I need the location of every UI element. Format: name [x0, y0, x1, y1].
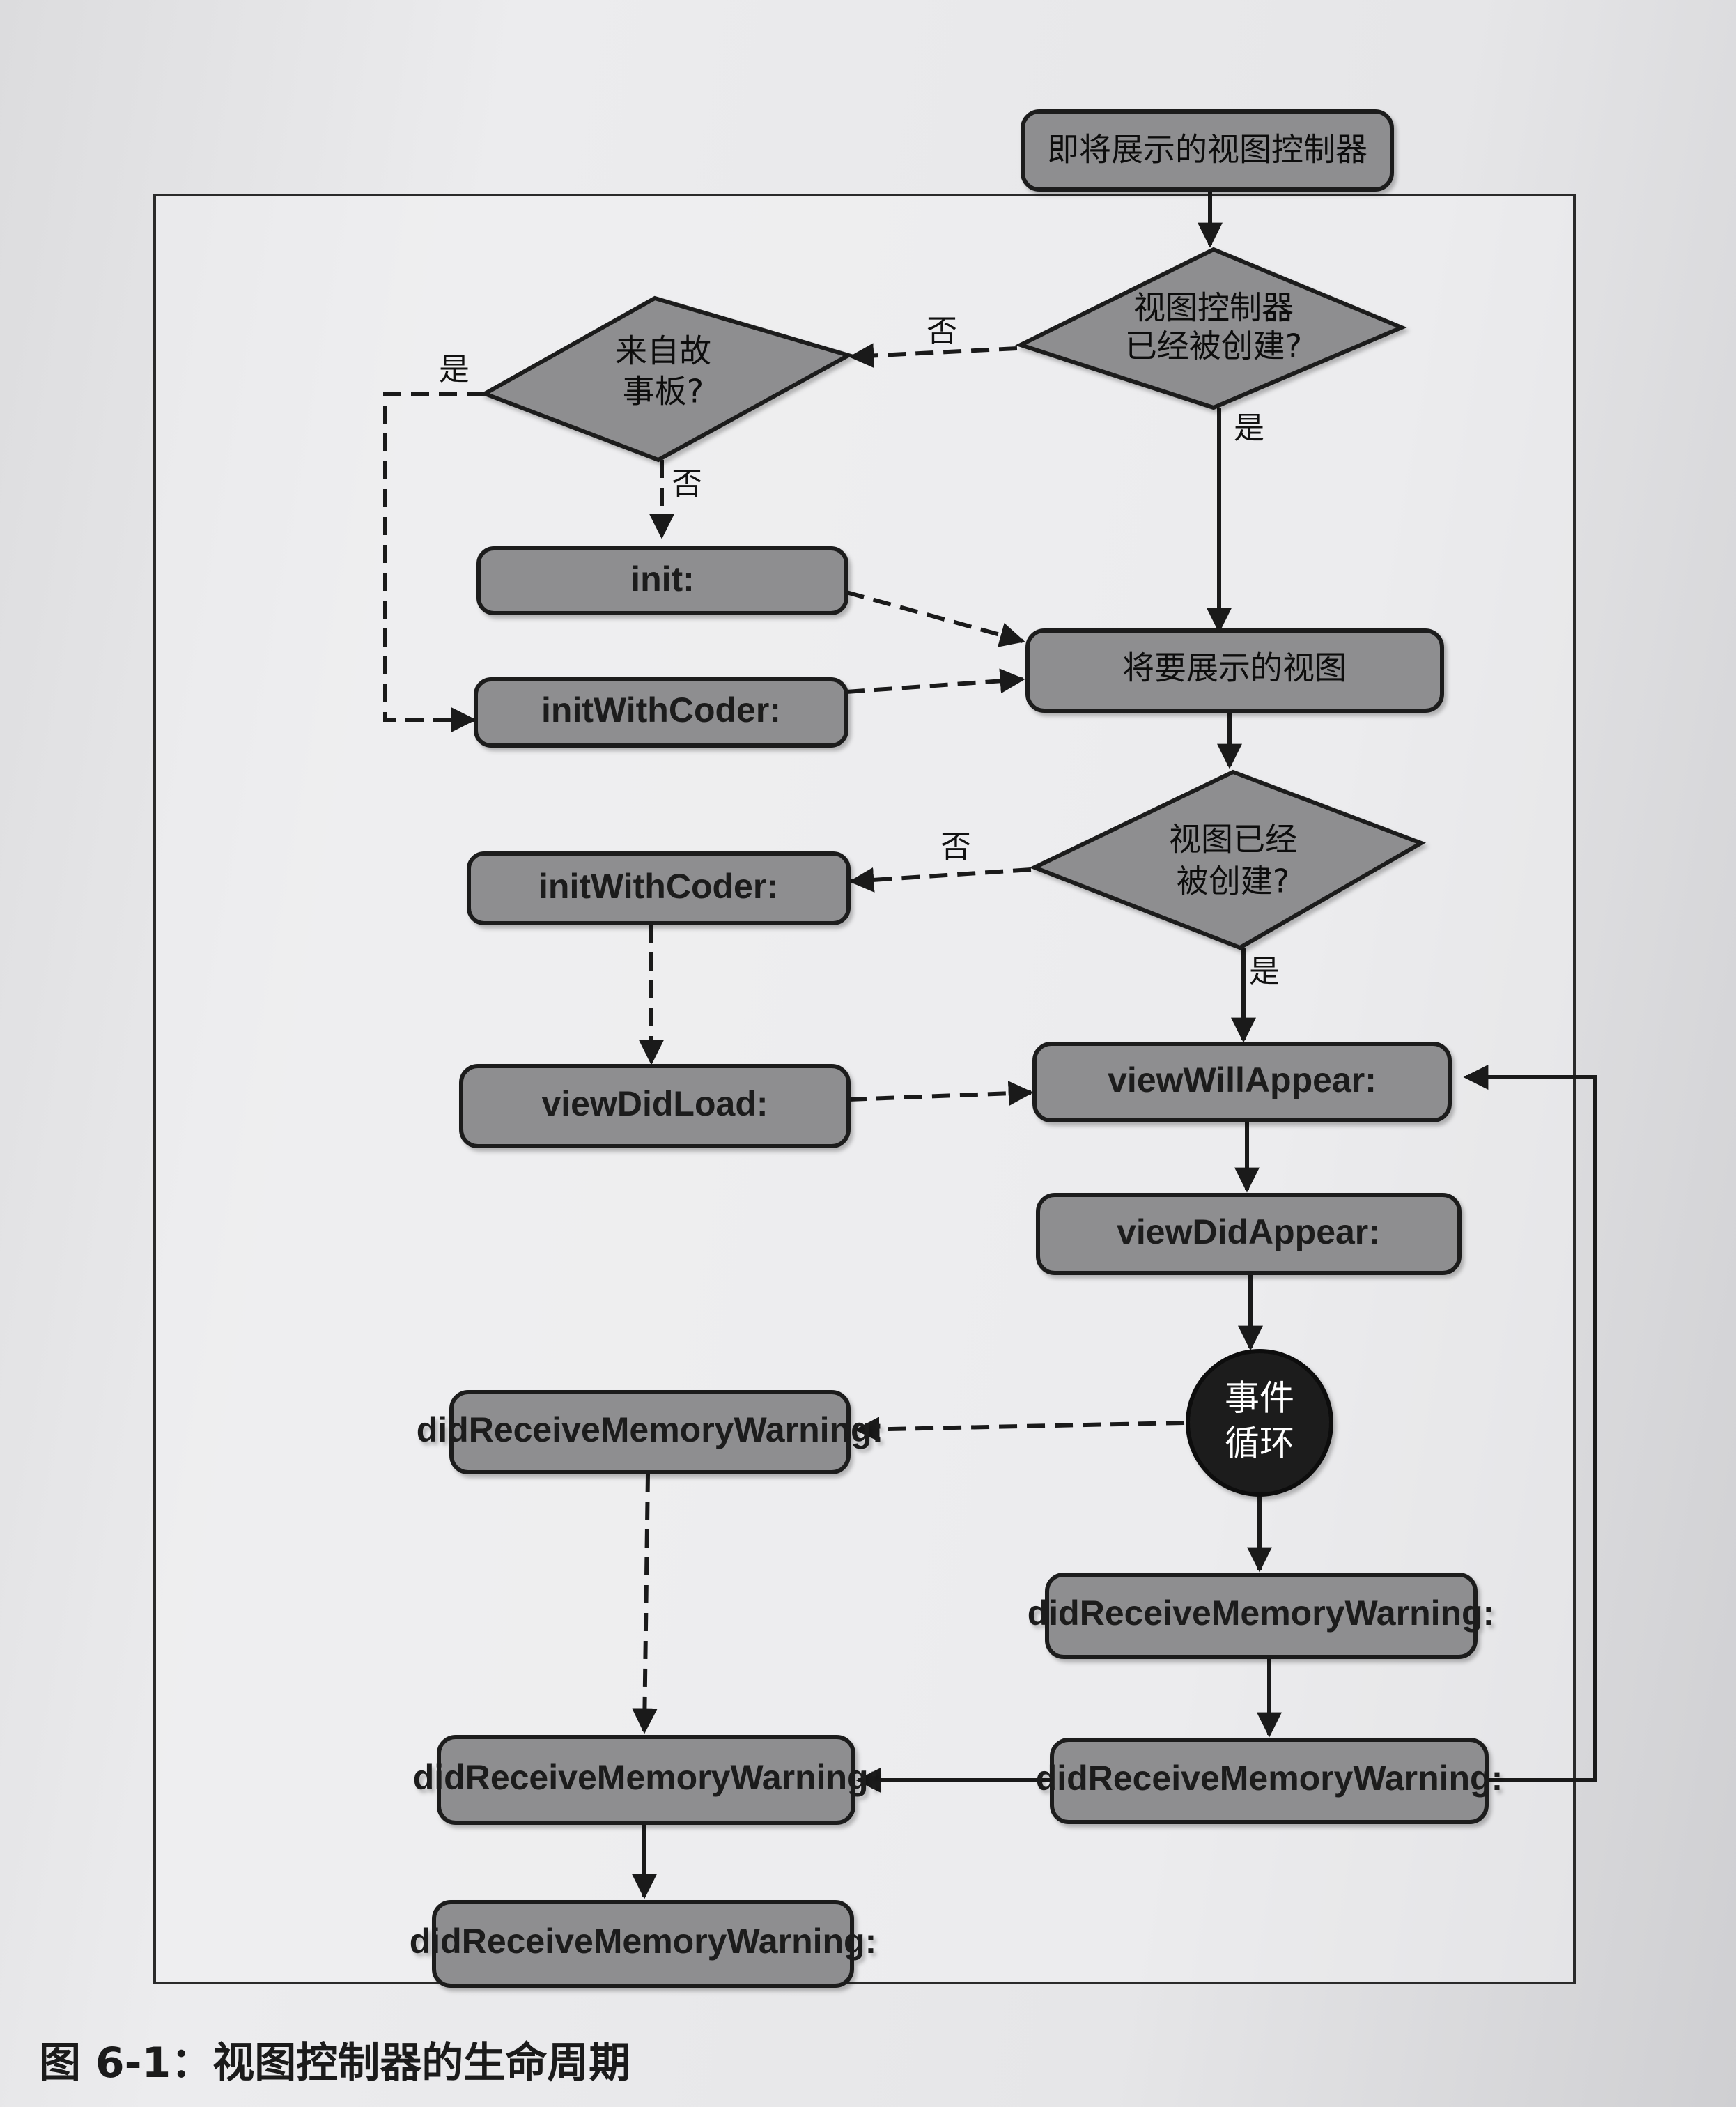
view-did-load-label: viewDidLoad: [541, 1084, 768, 1123]
event-loop-node: 事件 循环 [1186, 1349, 1333, 1497]
decision-vc-created-line2: 已经被创建? [1125, 327, 1302, 365]
init-with-coder-node-2: initWithCoder: [467, 851, 851, 925]
decision-vc-created-line1: 视图控制器 [1133, 289, 1294, 327]
decision-storyboard-line2: 事板? [623, 373, 704, 410]
view-did-load-node: viewDidLoad: [459, 1064, 851, 1148]
edge-warning-l1-to-warning-l2 [632, 1473, 658, 1734]
did-receive-memory-warning-left-3: didReceiveMemoryWarning: [410, 1900, 877, 1988]
decision-from-storyboard: 来自故 事板? [479, 295, 854, 463]
view-will-appear-node: viewWillAppear: [1032, 1042, 1452, 1122]
did-receive-memory-warning-left-2: didReceiveMemoryWarning: [413, 1735, 881, 1825]
did-receive-memory-warning-left-3-label: didReceiveMemoryWarning: [410, 1922, 877, 1961]
edge-storyboard-yes [383, 392, 485, 732]
will-show-view-node: 将要展示的视图 [1025, 628, 1444, 713]
init-node: init: [476, 546, 848, 615]
label-storyboard-no: 否 [672, 466, 702, 502]
did-receive-memory-warning-left-2-label: didReceiveMemoryWarning: [413, 1758, 881, 1797]
did-receive-memory-warning-right-1-label: didReceiveMemoryWarning: [1028, 1593, 1495, 1633]
label-view-created-no: 否 [940, 829, 971, 865]
will-show-view-label: 将要展示的视图 [1122, 649, 1347, 687]
did-receive-memory-warning-right-2-label: didReceiveMemoryWarning: [1036, 1759, 1503, 1798]
did-receive-memory-warning-right-1: didReceiveMemoryWarning: [1028, 1573, 1495, 1659]
event-loop-line1: 事件 [1225, 1378, 1294, 1419]
edge-did-load-to-will-appear [848, 1081, 1034, 1106]
init-with-coder-1-label: initWithCoder: [541, 690, 781, 730]
edge-loop-back-to-will-appear [1463, 1065, 1597, 1782]
start-node-label: 即将展示的视图控制器 [1047, 131, 1367, 169]
view-did-appear-label: viewDidAppear: [1117, 1212, 1380, 1251]
init-with-coder-2-label: initWithCoder: [538, 867, 778, 906]
label-vc-created-no: 否 [927, 314, 957, 349]
view-did-appear-node: viewDidAppear: [1036, 1193, 1462, 1275]
decision-view-created: 视图已经 被创建? [1029, 769, 1426, 950]
init-with-coder-node-1: initWithCoder: [474, 677, 848, 748]
start-node: 即将展示的视图控制器 [1021, 109, 1394, 192]
decision-view-created-line2: 被创建? [1177, 863, 1289, 900]
edge-init-to-will-show [846, 590, 1025, 647]
did-receive-memory-warning-left-1-label: didReceiveMemoryWarning: [417, 1410, 884, 1449]
edge-event-loop-to-warning-l1 [854, 1417, 1185, 1442]
edge-init-coder-to-will-show [846, 668, 1025, 694]
edge-view-created-no [848, 867, 1032, 893]
view-will-appear-label: viewWillAppear: [1108, 1060, 1377, 1099]
init-node-label: init: [630, 559, 695, 599]
event-loop-line2: 循环 [1225, 1423, 1294, 1464]
label-storyboard-yes: 是 [439, 352, 470, 387]
decision-vc-created: 视图控制器 已经被创建? [1015, 247, 1407, 410]
edge-vc-created-no [848, 343, 1018, 369]
figure-caption: 图 6-1：视图控制器的生命周期 [39, 2039, 631, 2087]
decision-view-created-line1: 视图已经 [1169, 821, 1297, 858]
label-vc-created-yes: 是 [1234, 410, 1264, 446]
label-view-created-yes: 是 [1249, 954, 1280, 989]
decision-storyboard-line1: 来自故 [615, 332, 711, 370]
did-receive-memory-warning-right-2: didReceiveMemoryWarning: [1036, 1738, 1503, 1824]
did-receive-memory-warning-left-1: didReceiveMemoryWarning: [417, 1390, 884, 1474]
